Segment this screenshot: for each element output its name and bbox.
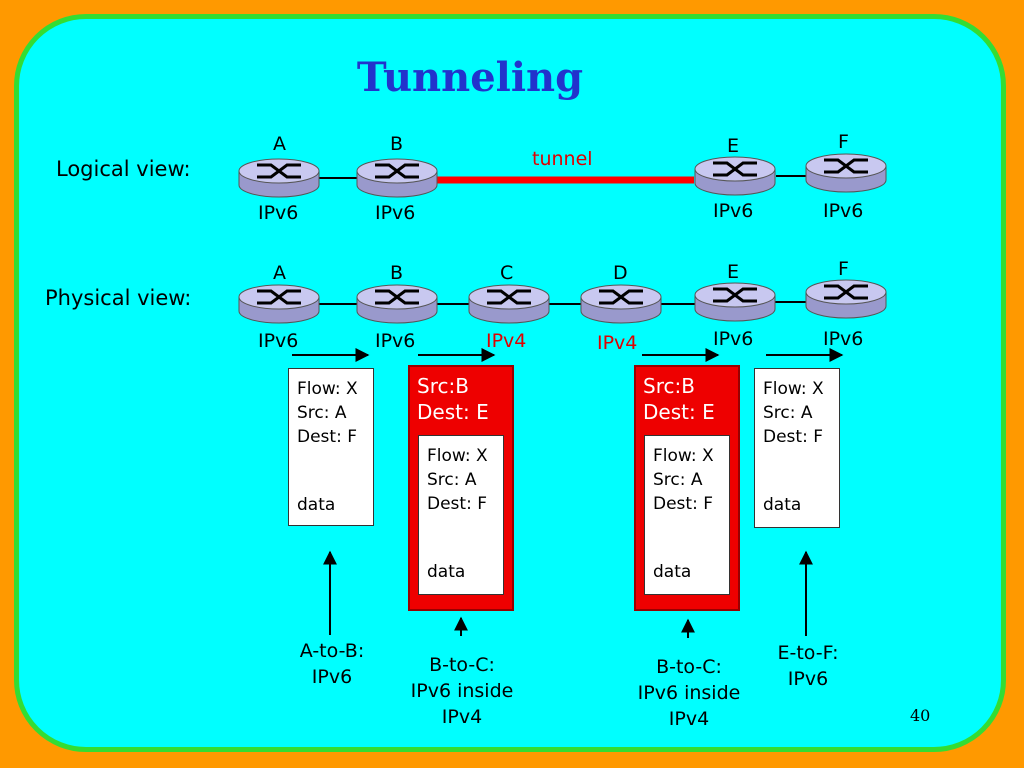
physical-router-a-protocol: IPv6 <box>258 330 299 352</box>
logical-router-f-protocol: IPv6 <box>823 200 864 222</box>
packet-a-to-b: Flow: X Src: A Dest: F data <box>288 368 374 526</box>
caption-d-to-e: B-to-C: IPv6 inside IPv4 <box>622 654 756 732</box>
physical-router-d-protocol: IPv4 <box>597 332 638 354</box>
packet-src: Src: A <box>427 470 477 490</box>
router-icon-physical-f <box>804 278 888 320</box>
packet-b-to-c-inner: Flow: X Src: A Dest: F data <box>418 435 504 595</box>
logical-router-e-protocol: IPv6 <box>713 200 754 222</box>
outer-src: Src:B <box>417 374 469 398</box>
caption-line: IPv6 inside <box>410 680 514 702</box>
caption-line: A-to-B: <box>299 640 365 662</box>
router-icon-physical-a <box>237 283 321 325</box>
packet-b-to-c-ipv4-wrapper: Src:B Dest: E Flow: X Src: A Dest: F dat… <box>408 365 514 611</box>
tunnel-label: tunnel <box>532 148 593 170</box>
packet-d-to-e-ipv4-wrapper: Src:B Dest: E Flow: X Src: A Dest: F dat… <box>634 365 740 611</box>
logical-router-e-name: E <box>727 135 740 157</box>
router-icon-logical-b <box>355 157 439 199</box>
caption-a-to-b: A-to-B: IPv6 <box>272 638 392 690</box>
physical-router-c-name: C <box>500 262 514 284</box>
logical-router-a-name: A <box>273 133 286 155</box>
physical-view-label: Physical view: <box>45 286 192 310</box>
physical-router-c-protocol: IPv4 <box>486 330 527 352</box>
caption-line: IPv6 <box>311 666 353 688</box>
router-icon-physical-b <box>355 283 439 325</box>
router-icon-logical-a <box>237 157 321 199</box>
router-icon-physical-d <box>579 283 663 325</box>
packet-flow: Flow: X <box>427 446 488 466</box>
caption-line: B-to-C: <box>429 654 495 676</box>
packet-flow: Flow: X <box>297 379 358 399</box>
caption-b-to-c: B-to-C: IPv6 inside IPv4 <box>396 652 528 730</box>
physical-router-b-name: B <box>390 262 404 284</box>
packet-e-to-f: Flow: X Src: A Dest: F data <box>754 368 840 528</box>
caption-line: IPv6 <box>787 668 829 690</box>
packet-dest: Dest: F <box>653 494 713 514</box>
router-icon-logical-f <box>804 152 888 194</box>
router-icon-physical-e <box>693 281 777 323</box>
packet-data: data <box>427 562 466 582</box>
logical-router-b-name: B <box>390 133 404 155</box>
logical-router-f-name: F <box>838 131 849 153</box>
page-number: 40 <box>910 706 931 725</box>
physical-router-d-name: D <box>613 262 628 284</box>
physical-router-e-protocol: IPv6 <box>713 328 754 350</box>
ipv4-header: Src:B Dest: E <box>417 373 489 425</box>
packet-d-to-e-inner: Flow: X Src: A Dest: F data <box>644 435 730 595</box>
packet-flow: Flow: X <box>763 379 824 399</box>
ipv4-header: Src:B Dest: E <box>643 373 715 425</box>
logical-router-b-protocol: IPv6 <box>375 202 416 224</box>
caption-line: B-to-C: <box>656 656 722 678</box>
physical-router-b-protocol: IPv6 <box>375 330 416 352</box>
packet-dest: Dest: F <box>763 427 823 447</box>
caption-line: E-to-F: <box>777 642 839 664</box>
packet-dest: Dest: F <box>427 494 487 514</box>
packet-src: Src: A <box>763 403 813 423</box>
caption-line: IPv6 inside <box>637 682 741 704</box>
packet-src: Src: A <box>653 470 703 490</box>
outer-dest: Dest: E <box>417 400 489 424</box>
outer-src: Src:B <box>643 374 695 398</box>
logical-view-label: Logical view: <box>56 157 191 181</box>
outer-dest: Dest: E <box>643 400 715 424</box>
router-icon-physical-c <box>467 283 551 325</box>
logical-router-a-protocol: IPv6 <box>258 202 299 224</box>
packet-data: data <box>653 562 692 582</box>
packet-src: Src: A <box>297 403 347 423</box>
page-title: Tunneling <box>356 54 584 101</box>
caption-line: IPv4 <box>441 706 483 728</box>
packet-dest: Dest: F <box>297 427 357 447</box>
packet-flow: Flow: X <box>653 446 714 466</box>
physical-router-a-name: A <box>273 262 286 284</box>
physical-router-e-name: E <box>727 261 740 283</box>
physical-router-f-protocol: IPv6 <box>823 328 864 350</box>
caption-e-to-f: E-to-F: IPv6 <box>748 640 868 692</box>
router-icon-logical-e <box>693 155 777 197</box>
packet-data: data <box>763 495 802 515</box>
physical-router-f-name: F <box>838 258 849 280</box>
caption-line: IPv4 <box>668 708 710 730</box>
packet-data: data <box>297 495 336 515</box>
